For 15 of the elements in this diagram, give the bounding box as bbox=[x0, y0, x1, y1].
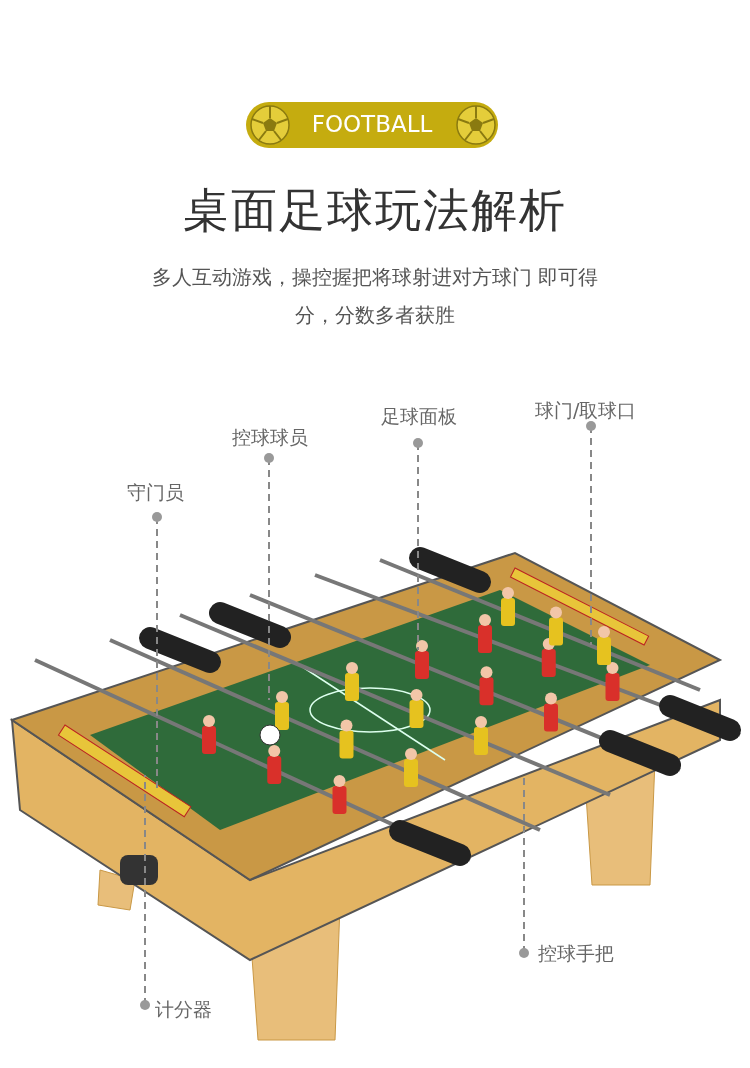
title: 桌面足球玩法解析 bbox=[182, 182, 568, 239]
part-label: 计分器 bbox=[155, 997, 212, 1023]
badge-text: FOOTBALL bbox=[310, 111, 434, 137]
part-label: 控球手把 bbox=[538, 941, 614, 967]
subtitle-text: 多人互动游戏，操控握把将球射进对方球门 即可得分，分数多者获胜 bbox=[150, 264, 600, 329]
leader-line bbox=[264, 453, 274, 701]
leader-line bbox=[586, 421, 596, 646]
part-label: 控球球员 bbox=[232, 425, 308, 451]
leader-line bbox=[152, 512, 162, 791]
part-label: 球门/取球口 bbox=[535, 398, 637, 424]
leader-line bbox=[140, 774, 150, 1010]
part-label: 足球面板 bbox=[381, 404, 457, 430]
title-badge bbox=[246, 102, 498, 148]
leader-line bbox=[413, 438, 423, 651]
part-label: 守门员 bbox=[127, 480, 184, 506]
